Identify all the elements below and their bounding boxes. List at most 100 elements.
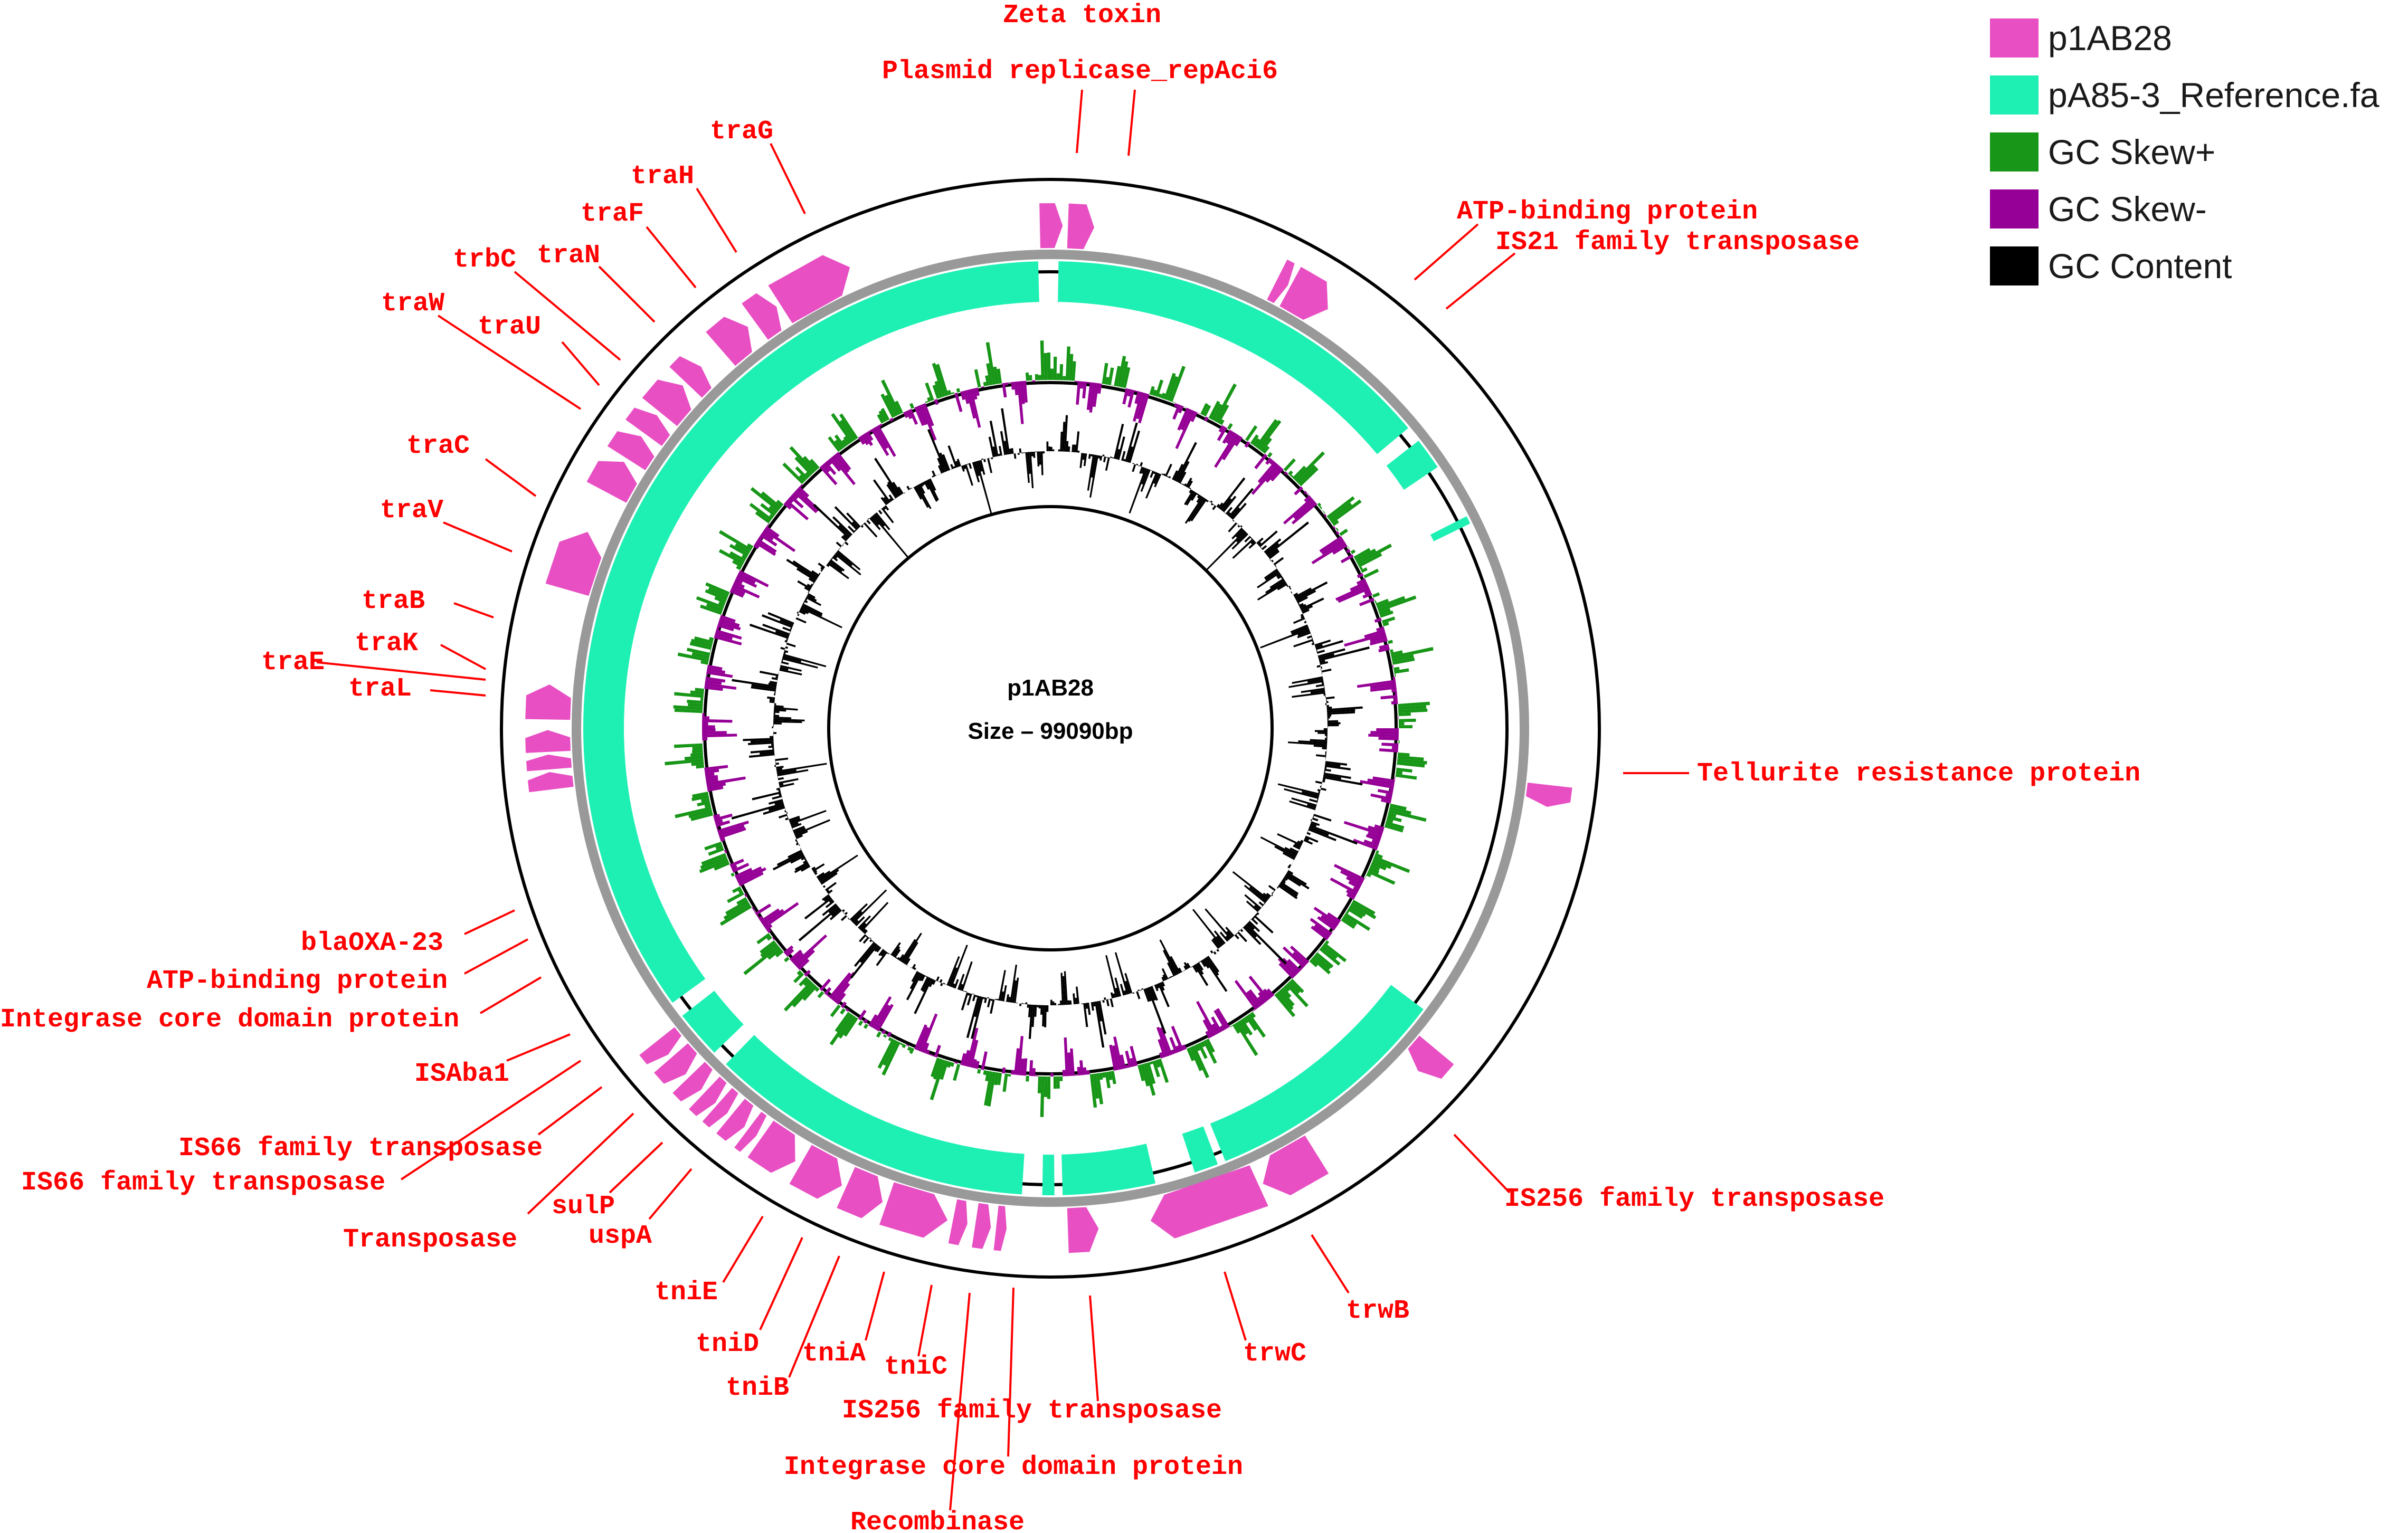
gc-content-segment <box>1243 926 1262 945</box>
gc-content-segment <box>1257 572 1281 588</box>
feature-arrow <box>669 356 712 398</box>
gc-skew-segment <box>1387 815 1402 822</box>
gc-content-segment <box>848 918 850 920</box>
leader-line <box>464 938 528 975</box>
gc-content-segment <box>1096 1001 1102 1022</box>
gc-content-segment <box>1299 604 1306 609</box>
gc-skew-segment <box>1257 420 1282 450</box>
gc-skew-segment <box>1053 356 1057 380</box>
gc-skew-segment <box>1347 907 1363 919</box>
gc-content-segment <box>1069 1000 1072 1005</box>
feature-arrow <box>993 1205 1007 1251</box>
gc-skew-segment <box>1140 1063 1150 1087</box>
gc-content-segment <box>799 844 800 846</box>
gc-content-segment <box>1061 422 1066 452</box>
gc-skew-segment <box>1008 382 1011 384</box>
gc-content-segment <box>1268 550 1280 559</box>
gc-content-segment <box>1082 453 1085 460</box>
gc-skew-segment <box>846 1008 850 1012</box>
gc-skew-segment <box>1089 382 1096 413</box>
gc-content-segment <box>862 928 867 933</box>
gc-content-segment <box>784 640 788 643</box>
gc-skew-segment <box>733 581 745 589</box>
gc-content-segment <box>1306 804 1316 808</box>
gc-content-segment <box>1033 451 1036 458</box>
gc-content-segment <box>775 757 789 761</box>
gc-content-segment <box>1321 669 1322 671</box>
leader-lines <box>316 89 1689 1511</box>
gc-content-segment <box>1326 706 1363 711</box>
feature-track <box>525 203 1572 1253</box>
gc-skew-segment <box>1035 374 1038 380</box>
gc-content-segment <box>1089 1002 1091 1003</box>
gc-skew-segment <box>880 407 890 421</box>
gc-content-segment <box>975 461 993 516</box>
gc-content-segment <box>983 459 986 462</box>
gc-content-segment <box>847 525 856 534</box>
gc-content-segment <box>1311 637 1313 640</box>
gc-skew-segment <box>1393 666 1400 671</box>
gc-content-segment <box>1257 542 1262 546</box>
gc-skew-segment <box>840 1008 846 1015</box>
gc-content-segment <box>743 738 774 741</box>
gc-content-segment <box>935 475 938 476</box>
gc-content-segment <box>898 954 904 961</box>
gc-content-segment <box>922 977 931 992</box>
gc-skew-segment <box>1102 363 1108 385</box>
gc-content-segment <box>1275 567 1277 569</box>
gc-content-segment <box>863 522 878 538</box>
gc-skew-segment <box>797 970 802 976</box>
gc-skew-segment <box>1062 1070 1066 1077</box>
gc-content-segment <box>1017 453 1020 455</box>
gc-content-segment <box>1117 436 1125 460</box>
feature-arrow <box>747 1120 795 1173</box>
label-is256-family-transposase-right: IS256 family transposase <box>1504 1184 1884 1214</box>
gc-content-segment <box>1091 454 1097 478</box>
label-transposase: Transposase <box>343 1225 517 1255</box>
gc-content-segment <box>955 461 960 468</box>
gc-content-segment <box>1288 585 1291 588</box>
gc-skew-segment <box>1250 1012 1256 1018</box>
gc-skew-segment <box>736 575 757 588</box>
gc-content-segment <box>786 815 789 818</box>
gc-skew-segment <box>1197 1042 1208 1059</box>
gc-skew-segment <box>760 908 780 923</box>
gc-skew-segment <box>1357 544 1392 565</box>
gc-content-segment <box>950 469 952 470</box>
gc-content-segment <box>774 691 776 694</box>
gc-content-segment <box>1177 461 1190 483</box>
gc-content-segment <box>1263 892 1270 899</box>
gc-content-segment <box>803 860 808 864</box>
gc-skew-segment <box>704 803 711 808</box>
gc-skew-segment <box>1059 364 1064 380</box>
gc-content-segment <box>1321 682 1324 684</box>
gc-content-segment <box>1267 548 1279 558</box>
gc-skew-segment <box>1125 1051 1132 1068</box>
gc-skew-segment <box>1125 1064 1129 1069</box>
gc-content-segment <box>807 584 813 588</box>
gc-content-segment <box>1316 650 1317 652</box>
gc-content-segment <box>1161 981 1165 987</box>
gc-content-segment <box>1310 689 1325 694</box>
gc-skew-segment <box>705 680 722 685</box>
gc-content-segment <box>770 736 774 738</box>
gc-skew-segment <box>1234 436 1243 446</box>
gc-content-segment <box>1002 985 1007 1002</box>
gc-content-segment <box>774 765 776 767</box>
gc-content-segment <box>1137 989 1140 992</box>
gc-skew-segment <box>836 452 851 471</box>
legend-item-gc-skew-minus: GC Skew- <box>1990 180 2379 237</box>
gc-content-segment <box>776 768 783 771</box>
gc-skew-segment <box>732 584 760 598</box>
gc-content-segment <box>1327 718 1329 721</box>
gc-skew-segment <box>1397 753 1410 757</box>
gc-skew-segment <box>1362 592 1372 599</box>
gc-skew-segment <box>706 673 707 677</box>
gc-skew-segment <box>960 391 965 401</box>
gc-skew-segment <box>917 1026 930 1051</box>
legend-label: p1AB28 <box>2048 18 2172 58</box>
gc-skew-segment <box>1197 412 1201 414</box>
gc-content-segment <box>772 853 804 871</box>
gc-content-segment <box>955 988 957 989</box>
gc-content-segment <box>807 595 817 602</box>
